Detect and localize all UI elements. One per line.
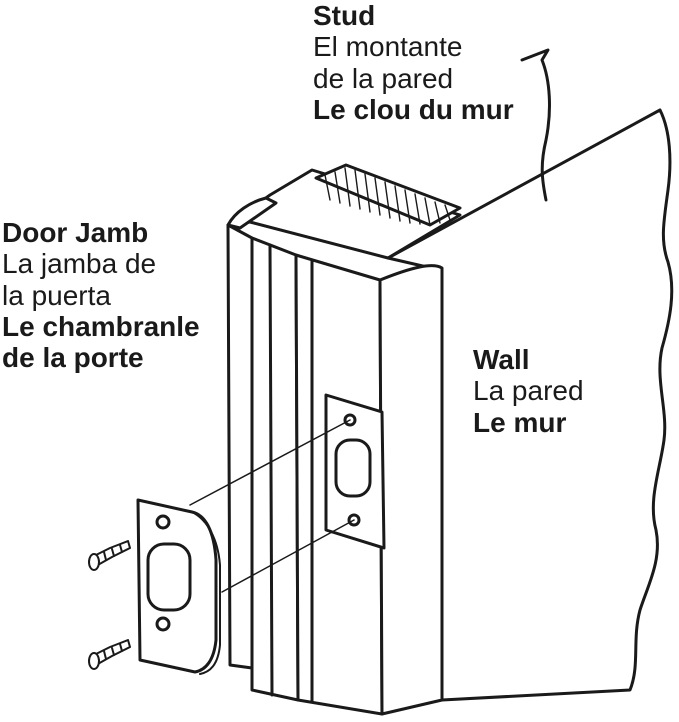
casing-top-strip	[226, 196, 278, 230]
alignment-line-top	[189, 419, 351, 506]
wall-label-es: La pared	[473, 375, 584, 407]
door-jamb-label: Door Jamb La jamba de la puerta Le chamb…	[2, 217, 200, 374]
wall-label-fr: Le mur	[473, 406, 567, 438]
wall-panel	[386, 108, 674, 702]
stud-interior	[314, 163, 462, 227]
screw-icon	[88, 540, 131, 571]
door-jamb-label-es-1: La jamba de	[2, 248, 157, 280]
wall-label-en: Wall	[473, 344, 530, 375]
stud-label-en: Stud	[313, 0, 376, 31]
stud-label-es-2: de la pared	[313, 62, 454, 94]
stud-post	[520, 48, 551, 202]
door-jamb-label-es-2: la puerta	[2, 279, 111, 311]
door-jamb-label-fr-1: Le chambranle	[2, 311, 200, 343]
wall-label: Wall La pared Le mur	[473, 344, 584, 438]
jamb-strike-opening	[334, 438, 372, 498]
jamb-left-board	[226, 223, 254, 670]
door-jamb-label-en: Door Jamb	[2, 217, 149, 248]
strike-plate-icon	[136, 498, 221, 675]
jamb-edge	[378, 264, 444, 716]
jamb-groove-2	[268, 243, 274, 697]
stud-label-es-1: El montante	[313, 31, 463, 63]
stud-hatching	[324, 167, 451, 226]
door-jamb-label-fr-2: de la porte	[2, 342, 144, 374]
stud-label: Stud El montante de la pared Le clou du …	[313, 0, 514, 125]
screw-icon	[88, 639, 131, 670]
alignment-line-bottom	[221, 519, 355, 593]
stud-label-fr: Le clou du mur	[313, 94, 514, 126]
